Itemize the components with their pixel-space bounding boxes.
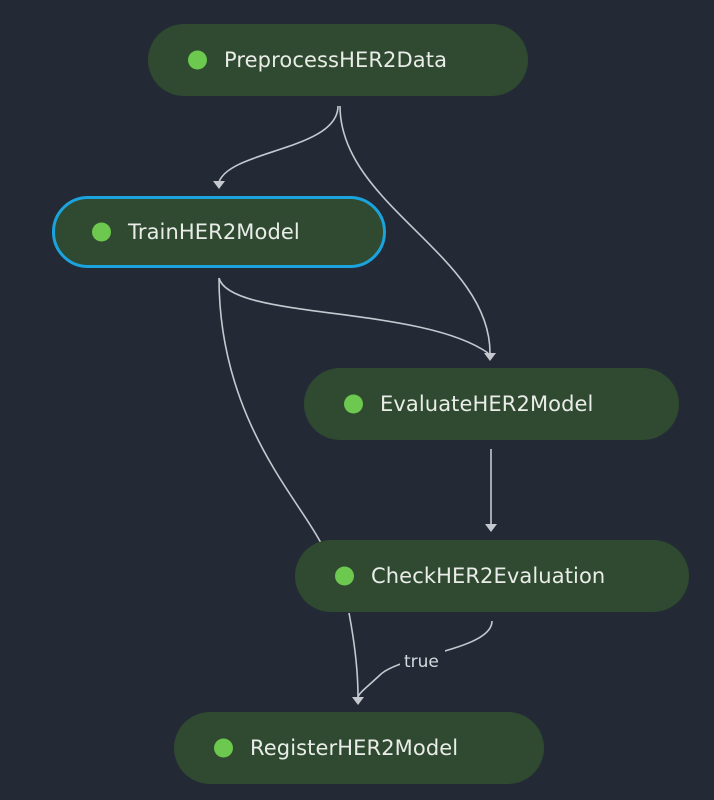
step-label-register: RegisterHER2Model	[250, 736, 459, 760]
status-succeeded-icon	[214, 738, 233, 758]
arrowhead-train	[213, 181, 225, 189]
edge-label-true: true	[404, 652, 439, 672]
step-node-preprocess[interactable]: PreprocessHER2Data	[148, 24, 528, 96]
status-succeeded-icon	[344, 394, 363, 414]
step-label-preprocess: PreprocessHER2Data	[224, 48, 448, 72]
step-node-evaluate[interactable]: EvaluateHER2Model	[304, 368, 679, 440]
status-succeeded-icon	[335, 566, 354, 586]
arrowhead-check	[485, 524, 497, 532]
edge-check-to-register	[357, 620, 493, 698]
step-node-train[interactable]: TrainHER2Model	[52, 196, 386, 268]
status-succeeded-icon	[188, 50, 207, 70]
step-node-register[interactable]: RegisterHER2Model	[174, 712, 544, 784]
step-node-check[interactable]: CheckHER2Evaluation	[295, 540, 689, 612]
edge-train-to-register-lower	[348, 612, 359, 698]
step-label-evaluate: EvaluateHER2Model	[380, 392, 594, 416]
step-label-train: TrainHER2Model	[128, 220, 300, 244]
status-succeeded-icon	[92, 222, 111, 242]
step-label-check: CheckHER2Evaluation	[371, 564, 606, 588]
arrowhead-evaluate	[484, 353, 496, 361]
edge-preprocess-to-train	[218, 105, 339, 183]
edge-preprocess-to-evaluate	[339, 105, 491, 354]
edge-train-to-register	[218, 277, 323, 546]
edge-train-to-evaluate	[218, 277, 489, 354]
arrowhead-register	[352, 697, 364, 705]
